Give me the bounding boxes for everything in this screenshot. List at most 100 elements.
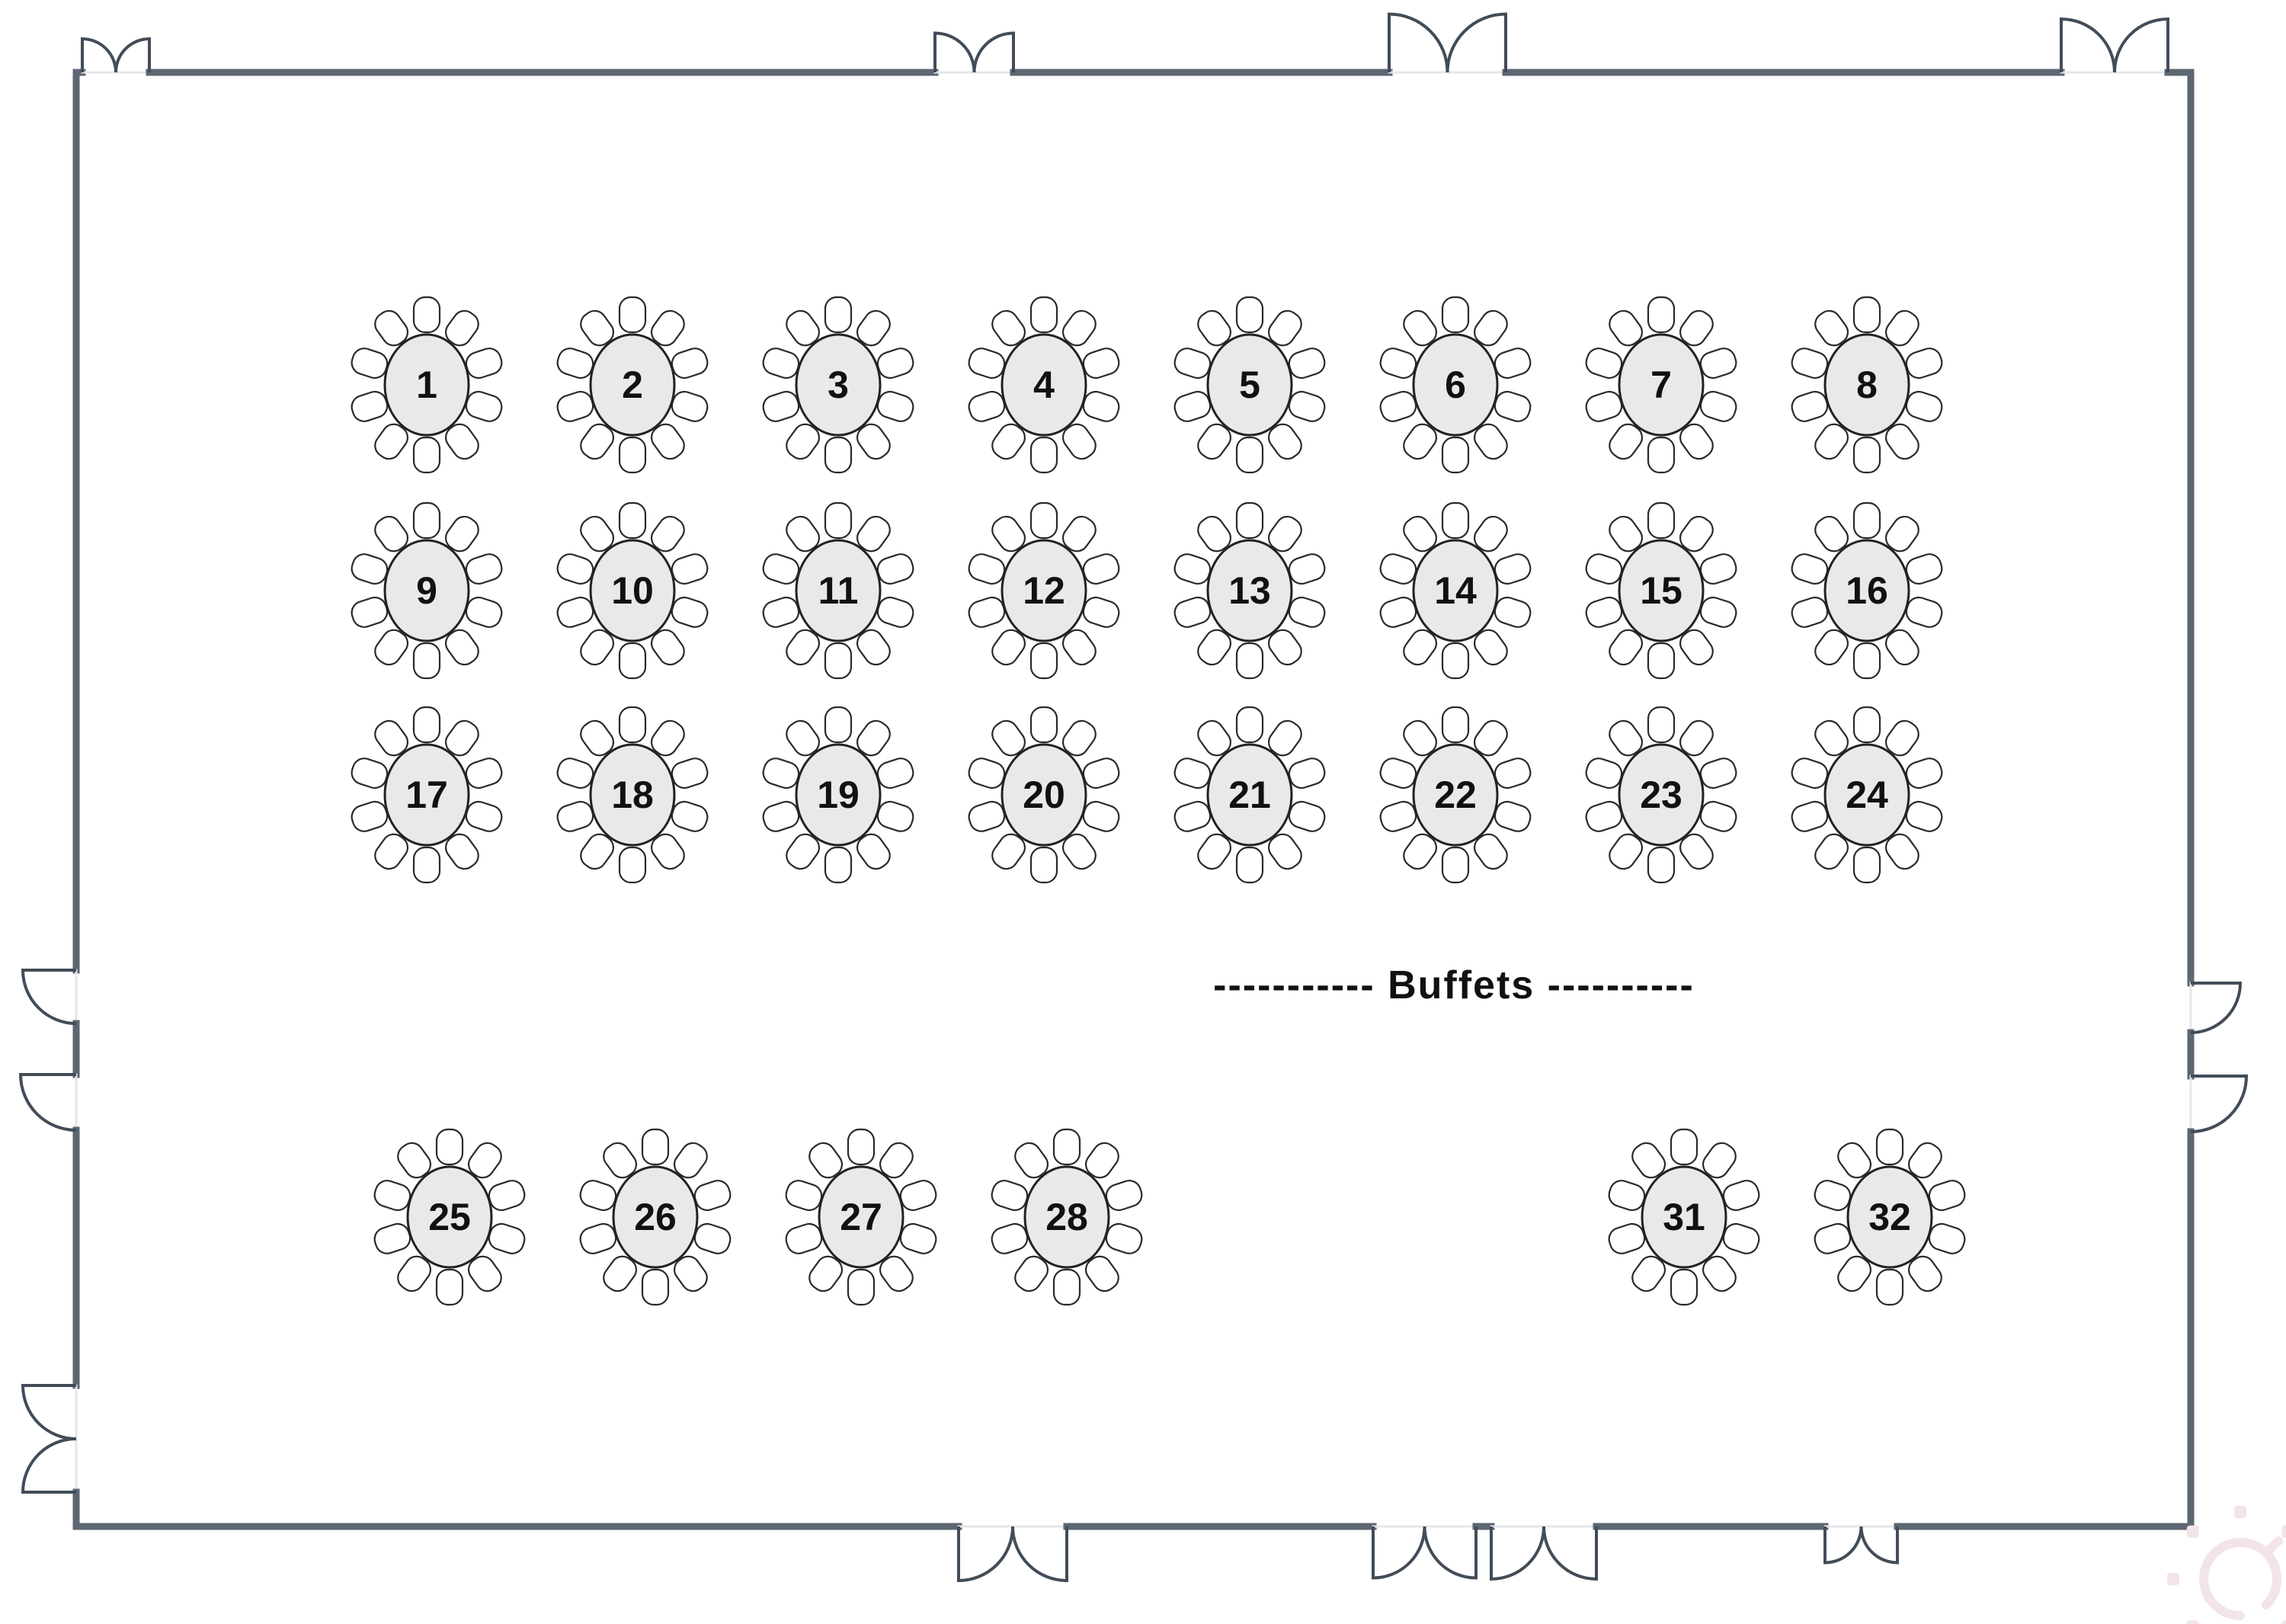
table-2[interactable]: 2 — [555, 296, 710, 474]
chair-icon — [412, 846, 441, 884]
table-6[interactable]: 6 — [1378, 296, 1533, 474]
table-14[interactable]: 14 — [1378, 501, 1533, 680]
table-31[interactable]: 31 — [1606, 1128, 1762, 1306]
chair-icon — [1052, 1128, 1081, 1166]
table-32[interactable]: 32 — [1812, 1128, 1967, 1306]
chair-icon — [1197, 515, 1232, 553]
chair-icon — [618, 501, 647, 540]
table-number: 12 — [1023, 569, 1065, 612]
chair-icon — [1928, 1180, 1966, 1212]
table-number: 1 — [416, 364, 437, 406]
chair-icon — [879, 1142, 914, 1179]
table-number: 32 — [1868, 1196, 1911, 1238]
table-7[interactable]: 7 — [1583, 296, 1739, 474]
chair-icon — [1052, 1268, 1081, 1306]
table-top — [589, 333, 676, 437]
chair-icon — [351, 348, 389, 380]
chair-icon — [650, 629, 685, 666]
chair-icon — [876, 390, 914, 422]
table-12[interactable]: 12 — [966, 501, 1122, 680]
table-23[interactable]: 23 — [1583, 706, 1739, 884]
chair-icon — [1670, 1128, 1698, 1166]
table-26[interactable]: 26 — [578, 1128, 733, 1306]
chair-icon — [786, 515, 821, 553]
chair-icon — [650, 719, 685, 757]
table-9[interactable]: 9 — [349, 501, 504, 680]
chair-icon — [1494, 348, 1532, 380]
chair-icon — [899, 1222, 937, 1254]
chair-icon — [1647, 846, 1676, 884]
table-18[interactable]: 18 — [555, 706, 710, 884]
table-17[interactable]: 17 — [349, 706, 504, 884]
table-11[interactable]: 11 — [760, 501, 916, 680]
chair-icon — [693, 1222, 732, 1254]
table-number: 25 — [428, 1196, 471, 1238]
chair-icon — [876, 800, 914, 832]
logo-ray-dot — [2281, 1620, 2286, 1624]
chair-icon — [847, 1128, 876, 1166]
chair-icon — [467, 1255, 502, 1292]
chair-icon — [876, 758, 914, 790]
table-number: 11 — [818, 569, 859, 612]
chair-icon — [968, 758, 1006, 790]
chair-icon — [1647, 501, 1676, 540]
chair-icon — [808, 1255, 844, 1292]
chair-icon — [1403, 833, 1438, 870]
table-top — [383, 743, 470, 847]
table-25[interactable]: 25 — [372, 1128, 527, 1306]
chair-icon — [786, 309, 821, 347]
door-left-single — [18, 1073, 77, 1132]
table-4[interactable]: 4 — [966, 296, 1122, 474]
chair-icon — [1907, 1255, 1942, 1292]
chair-icon — [467, 1142, 502, 1179]
chair-icon — [856, 833, 891, 870]
table-22[interactable]: 22 — [1378, 706, 1533, 884]
chair-icon — [1061, 515, 1097, 553]
table-8[interactable]: 8 — [1789, 296, 1945, 474]
table-24[interactable]: 24 — [1789, 706, 1945, 884]
chair-icon — [1699, 348, 1737, 380]
chair-icon — [1494, 800, 1532, 832]
chair-icon — [1379, 390, 1417, 422]
table-10[interactable]: 10 — [555, 501, 710, 680]
chair-icon — [1473, 309, 1508, 347]
chair-icon — [1699, 800, 1737, 832]
door-bottom-double — [1490, 1526, 1598, 1581]
table-20[interactable]: 20 — [966, 706, 1122, 884]
chair-icon — [435, 1128, 464, 1166]
chair-icon — [580, 719, 615, 757]
chair-icon — [1852, 846, 1881, 884]
chair-icon — [1403, 629, 1438, 666]
chair-icon — [1061, 833, 1097, 870]
table-number: 26 — [634, 1196, 677, 1238]
table-19[interactable]: 19 — [760, 706, 916, 884]
chair-icon — [1173, 596, 1212, 628]
chair-icon — [488, 1222, 526, 1254]
table-1[interactable]: 1 — [349, 296, 504, 474]
table-top — [612, 1165, 699, 1269]
table-16[interactable]: 16 — [1789, 501, 1945, 680]
chair-icon — [1905, 553, 1943, 585]
table-top — [1001, 333, 1087, 437]
chair-icon — [824, 642, 853, 680]
chair-icon — [1852, 501, 1881, 540]
chair-icon — [1473, 629, 1508, 666]
chair-icon — [1609, 719, 1644, 757]
chair-icon — [412, 501, 441, 540]
table-21[interactable]: 21 — [1172, 706, 1327, 884]
table-13[interactable]: 13 — [1172, 501, 1327, 680]
table-15[interactable]: 15 — [1583, 501, 1739, 680]
chair-icon — [1288, 758, 1326, 790]
table-5[interactable]: 5 — [1172, 296, 1327, 474]
chair-icon — [1105, 1180, 1143, 1212]
chair-icon — [1473, 833, 1508, 870]
table-27[interactable]: 27 — [783, 1128, 939, 1306]
chair-icon — [1679, 423, 1714, 460]
table-top — [1846, 1165, 1933, 1269]
table-number: 15 — [1640, 569, 1682, 612]
chair-icon — [1014, 1142, 1049, 1179]
chair-icon — [641, 1268, 670, 1306]
table-3[interactable]: 3 — [760, 296, 916, 474]
table-28[interactable]: 28 — [989, 1128, 1145, 1306]
